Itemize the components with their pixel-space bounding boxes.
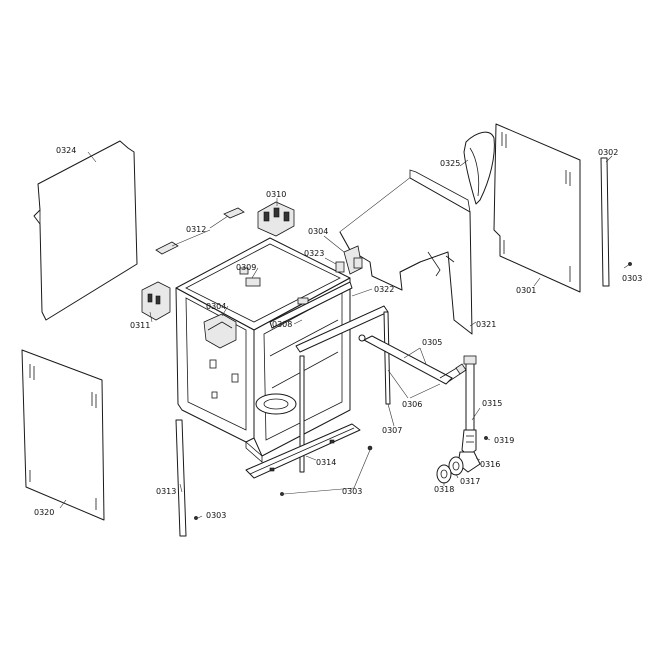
clip-0312-lower <box>155 241 179 255</box>
label-0319: 0319 <box>494 436 514 445</box>
label-0305: 0305 <box>422 338 442 347</box>
part-0323 <box>335 261 345 273</box>
base-plate-0314 <box>245 423 361 479</box>
label-0322: 0322 <box>374 285 394 294</box>
label-0310: 0310 <box>266 190 286 199</box>
label-0303-base: 0303 <box>342 487 362 496</box>
valve-assembly-0315 <box>461 355 477 457</box>
strip-0302 <box>600 157 610 287</box>
label-0315: 0315 <box>482 399 502 408</box>
hinge-0305 <box>358 334 467 385</box>
label-0314: 0314 <box>316 458 336 467</box>
bracket-0304-left <box>203 313 237 349</box>
clip-0312-upper <box>223 207 245 219</box>
tub-body-0309 <box>175 237 351 463</box>
washer-0317 <box>448 456 464 476</box>
label-0325: 0325 <box>440 159 460 168</box>
nut-0318 <box>436 464 452 484</box>
screw-0303-base <box>367 445 373 451</box>
label-0324: 0324 <box>56 146 76 155</box>
label-0304-lower: 0304 <box>206 302 226 311</box>
label-0303-left: 0303 <box>206 511 226 520</box>
side-panel-0324 <box>33 140 138 321</box>
label-0309: 0309 <box>236 263 256 272</box>
leader-lines <box>59 151 631 519</box>
module-0311 <box>141 281 171 321</box>
label-0302: 0302 <box>598 148 618 157</box>
label-0301: 0301 <box>516 286 536 295</box>
label-0323: 0323 <box>304 249 324 258</box>
seal-0325 <box>463 131 495 205</box>
profile-0313 <box>175 419 187 537</box>
frame-profile-0308 <box>269 281 353 473</box>
label-0313: 0313 <box>156 487 176 496</box>
rear-cover-0321 <box>339 169 473 335</box>
label-0317: 0317 <box>460 477 480 486</box>
label-0312: 0312 <box>186 225 206 234</box>
label-0311: 0311 <box>130 321 150 330</box>
side-panel-0320 <box>21 349 105 521</box>
label-0318: 0318 <box>434 485 454 494</box>
label-0316: 0316 <box>480 460 500 469</box>
label-0303-right: 0303 <box>622 274 642 283</box>
label-0307: 0307 <box>382 426 402 435</box>
screw-0303-left <box>194 516 198 520</box>
label-0306: 0306 <box>402 400 422 409</box>
screw-0303-base-2 <box>280 492 284 496</box>
label-0304-upper: 0304 <box>308 227 328 236</box>
label-0321: 0321 <box>476 320 496 329</box>
label-0308: 0308 <box>272 320 292 329</box>
side-panel-0301 <box>493 123 581 293</box>
label-0320: 0320 <box>34 508 54 517</box>
frame-profile-0322 <box>295 305 391 405</box>
connector-0310 <box>257 201 295 237</box>
